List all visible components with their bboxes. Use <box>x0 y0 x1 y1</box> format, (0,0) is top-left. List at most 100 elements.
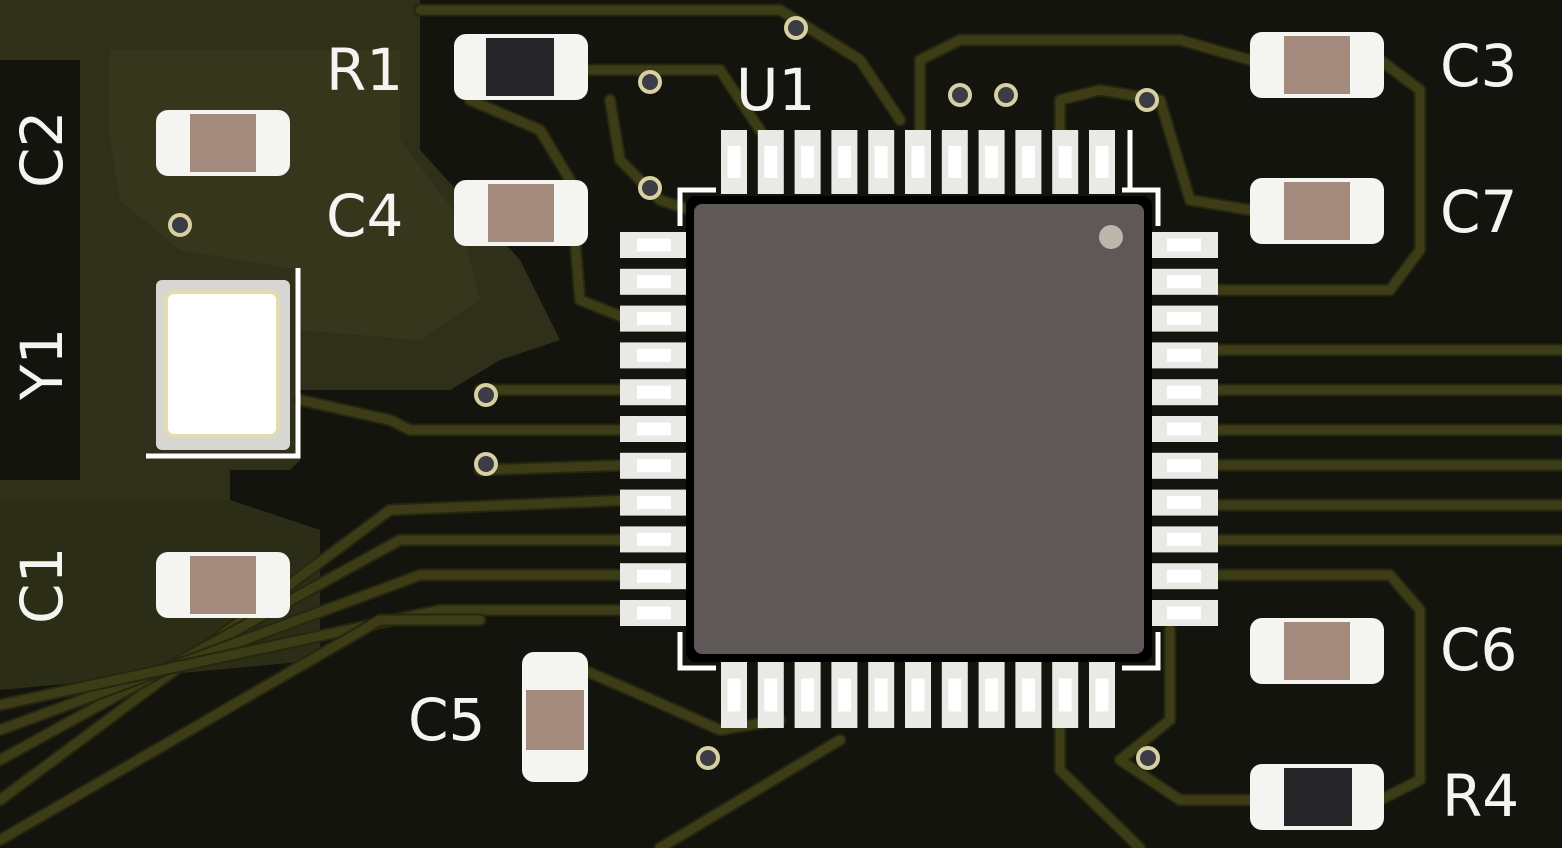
ic-pin-highlight <box>1167 606 1201 620</box>
ic-silk-corner <box>1122 632 1161 671</box>
capacitor-body <box>1284 36 1350 94</box>
ic-pin-highlight <box>764 146 778 178</box>
ic-u1[interactable] <box>620 130 1218 728</box>
capacitor-body <box>1284 182 1350 240</box>
resistor-body <box>486 38 554 96</box>
capacitor-c4[interactable] <box>454 180 588 246</box>
label-c2: C2 <box>8 111 76 188</box>
label-c6: C6 <box>1440 616 1517 684</box>
ic-pin-highlight <box>637 459 671 473</box>
capacitor-c2[interactable] <box>156 110 290 176</box>
via <box>696 746 720 770</box>
ic-pin-highlight <box>1167 459 1201 473</box>
copper-traces <box>0 3 1562 848</box>
ic-silk-corner <box>677 632 716 671</box>
ic-pin-highlight <box>801 678 815 712</box>
label-r1: R1 <box>326 36 403 104</box>
ic-pins-right <box>1150 232 1218 626</box>
ic-pin-highlight <box>985 146 999 178</box>
ic-pin1-dot <box>1099 225 1123 249</box>
resistor-r4[interactable] <box>1250 764 1384 830</box>
ic-pin-highlight <box>637 532 671 546</box>
ic-pin-highlight <box>1167 422 1201 436</box>
label-c7: C7 <box>1440 178 1517 246</box>
ic-pin-highlight <box>1095 678 1109 712</box>
resistor-r1[interactable] <box>454 34 588 100</box>
capacitor-c1[interactable] <box>156 552 290 618</box>
crystal-body <box>164 290 280 438</box>
capacitor-body <box>190 556 256 614</box>
label-c5: C5 <box>408 686 485 754</box>
via <box>994 83 1018 107</box>
ic-pin-highlight <box>1021 678 1035 712</box>
capacitor-c3[interactable] <box>1250 32 1384 98</box>
crystal-silk <box>146 268 301 459</box>
ic-pin-highlight <box>1167 275 1201 289</box>
via <box>1135 88 1159 112</box>
ic-pin-highlight <box>801 146 815 178</box>
via <box>1136 746 1160 770</box>
ic-pin-highlight <box>727 678 741 712</box>
ic-pin-highlight <box>1167 238 1201 252</box>
vias <box>168 16 1160 770</box>
capacitor-body <box>190 114 256 172</box>
label-y1: Y1 <box>8 328 76 401</box>
label-u1: U1 <box>736 56 815 124</box>
ic-body <box>694 204 1144 654</box>
ic-pin-highlight <box>948 678 962 712</box>
capacitor-body <box>1284 622 1350 680</box>
via <box>474 383 498 407</box>
ic-pin-highlight <box>948 146 962 178</box>
ic-pin-highlight <box>764 678 778 712</box>
capacitor-c7[interactable] <box>1250 178 1384 244</box>
label-c1: C1 <box>8 547 76 624</box>
capacitor-c5[interactable] <box>522 652 588 782</box>
ic-pin-highlight <box>637 348 671 362</box>
via <box>784 16 808 40</box>
silkscreen-labels: R1 C4 U1 C5 C3 C7 C6 R4 C2 Y1 C1 <box>8 32 1519 830</box>
ic-pins-left <box>620 232 688 626</box>
ic-pin-highlight <box>1021 146 1035 178</box>
via <box>948 83 972 107</box>
capacitor-body <box>526 690 584 750</box>
resistor-body <box>1284 768 1352 826</box>
ic-pin-highlight <box>1167 385 1201 399</box>
ic-pin-highlight <box>1058 678 1072 712</box>
ic-pin-highlight <box>637 385 671 399</box>
ic-pin-highlight <box>911 146 925 178</box>
ic-pins-bottom <box>721 662 1115 728</box>
crystal-y1[interactable] <box>146 268 301 459</box>
ic-pin-highlight <box>637 422 671 436</box>
ic-pin-highlight <box>911 678 925 712</box>
ic-pin-highlight <box>1167 312 1201 326</box>
ic-pin-highlight <box>1167 532 1201 546</box>
capacitor-body <box>488 184 554 242</box>
capacitor-c6[interactable] <box>1250 618 1384 684</box>
ic-pin-highlight <box>637 312 671 326</box>
ic-pin-highlight <box>837 146 851 178</box>
ic-pins-top <box>721 130 1115 194</box>
ic-pin-highlight <box>1167 569 1201 583</box>
ic-pin-highlight <box>874 146 888 178</box>
via <box>638 176 662 200</box>
ic-pin-highlight <box>985 678 999 712</box>
ic-silk-corner <box>677 187 716 226</box>
label-c3: C3 <box>1440 32 1517 100</box>
ic-pin-highlight <box>837 678 851 712</box>
via <box>474 452 498 476</box>
via <box>168 213 192 237</box>
ic-pin-highlight <box>637 569 671 583</box>
ic-silk-corner <box>1122 187 1161 226</box>
ic-pin-highlight <box>637 275 671 289</box>
ic-pin-highlight <box>727 146 741 178</box>
ic-pin-highlight <box>874 678 888 712</box>
via <box>638 70 662 94</box>
ic-pin-highlight <box>1095 146 1109 178</box>
ic-pin-highlight <box>637 606 671 620</box>
ic-pin-highlight <box>637 496 671 510</box>
label-r4: R4 <box>1442 762 1519 830</box>
ic-pin-highlight <box>637 238 671 252</box>
ic-pin-highlight <box>1058 146 1072 178</box>
label-c4: C4 <box>326 182 403 250</box>
